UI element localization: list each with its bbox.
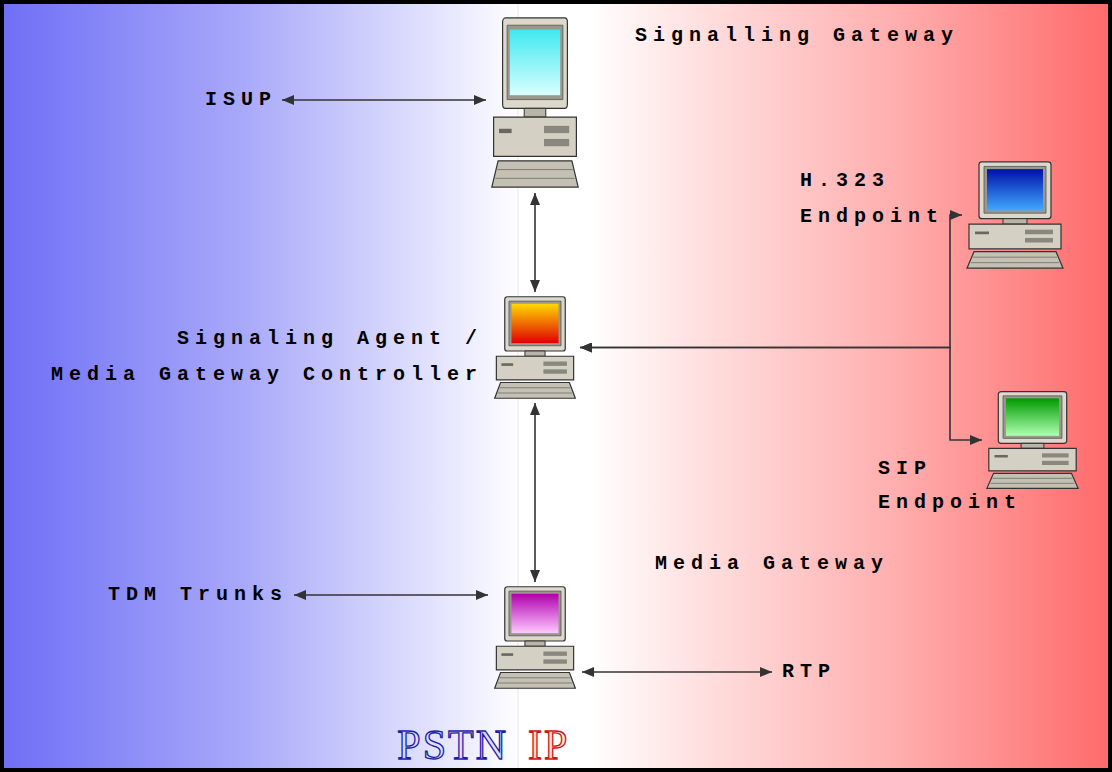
tdm-link — [294, 594, 488, 596]
keyboard-row — [993, 478, 1073, 479]
trunk-label: TDM Trunks — [108, 583, 288, 607]
monitor-case — [998, 392, 1066, 444]
drive-slot — [543, 659, 567, 663]
drive-slot — [1042, 453, 1069, 457]
keyboard — [495, 383, 576, 399]
node-title: Signaling Agent / — [51, 321, 483, 357]
desktop-case — [989, 448, 1076, 471]
drive-slot — [1025, 230, 1053, 235]
node-label: Media Gateway — [655, 552, 889, 576]
monitor-case — [979, 162, 1051, 219]
protocol-label: RTP — [782, 660, 836, 684]
power-light — [499, 129, 512, 133]
keyboard-row — [500, 677, 571, 678]
media-gateway-controller: Signaling Agent /Media Gateway Controlle… — [493, 295, 577, 400]
monitor-case — [505, 587, 565, 641]
keyboard-row — [495, 178, 574, 179]
isup-link — [282, 99, 486, 101]
signal-connector — [580, 348, 982, 441]
monitor-stand — [524, 108, 546, 117]
computer-icon — [493, 295, 577, 400]
keyboard-row — [991, 483, 1075, 484]
monitor-bezel — [507, 25, 563, 99]
node-label: H.323 Endpoint — [800, 163, 944, 235]
media-gateway: Media Gateway — [493, 585, 577, 690]
keyboard — [492, 161, 578, 187]
keyboard-row — [973, 257, 1057, 258]
monitor-screen — [987, 169, 1043, 210]
power-light — [501, 653, 513, 656]
keyboard-row — [498, 683, 572, 684]
monitor-bezel — [1003, 396, 1062, 439]
monitor-case — [505, 297, 565, 351]
monitor-case — [503, 18, 568, 108]
drive-slot — [1025, 238, 1053, 243]
h323-endpoint: H.323 Endpoint — [965, 160, 1065, 270]
power-light — [975, 232, 989, 235]
protocol-label: ISUP — [205, 88, 277, 112]
sip-endpoint: SIP Endpoint — [985, 390, 1080, 490]
desktop-case — [969, 224, 1061, 249]
monitor-stand — [1003, 219, 1027, 224]
drive-slot — [543, 652, 567, 656]
desktop-case — [494, 117, 577, 156]
monitor-bezel — [509, 591, 561, 636]
monitor-screen — [510, 30, 560, 96]
signal-connector — [534, 403, 536, 582]
keyboard-row — [971, 262, 1059, 263]
desktop-case — [496, 356, 573, 380]
monitor-stand — [525, 351, 545, 356]
keyboard — [495, 673, 576, 689]
drive-slot — [1042, 461, 1069, 465]
node-title: H.323 Endpoint — [800, 163, 944, 235]
monitor-screen — [511, 304, 558, 343]
monitor-screen — [1006, 398, 1059, 436]
node-label: Signalling Gateway — [635, 24, 959, 48]
node-title: Media Gateway — [655, 552, 889, 576]
keyboard-row — [500, 387, 571, 388]
monitor-stand — [1021, 443, 1044, 448]
network-label: PSTN — [397, 722, 508, 768]
monitor-bezel — [509, 301, 561, 346]
power-light — [995, 455, 1008, 458]
monitor-stand — [525, 641, 545, 646]
drive-slot — [543, 369, 567, 373]
computer-icon — [965, 160, 1065, 270]
drive-slot — [544, 139, 569, 146]
node-label: SIP Endpoint — [878, 452, 1022, 520]
computer-icon — [490, 15, 580, 190]
node-label: Signaling Agent /Media Gateway Controlle… — [51, 321, 483, 393]
rtp-link — [582, 671, 772, 673]
signal-connector — [534, 193, 536, 292]
drive-slot — [544, 126, 569, 133]
signalling-gateway: Signalling Gateway — [490, 15, 580, 190]
computer-icon — [985, 390, 1080, 490]
node-title: Media Gateway Controller — [51, 357, 483, 393]
network-label: IP — [528, 722, 569, 768]
power-light — [501, 363, 513, 366]
keyboard-row — [497, 169, 573, 170]
keyboard-row — [498, 393, 572, 394]
monitor-bezel — [984, 166, 1046, 213]
drive-slot — [543, 362, 567, 366]
keyboard — [987, 473, 1078, 488]
keyboard — [967, 252, 1063, 269]
computer-icon — [493, 585, 577, 690]
desktop-case — [496, 646, 573, 670]
monitor-screen — [511, 594, 558, 633]
node-title: SIP Endpoint — [878, 452, 1022, 520]
node-title: Signalling Gateway — [635, 24, 959, 48]
signal-connector — [580, 215, 962, 348]
